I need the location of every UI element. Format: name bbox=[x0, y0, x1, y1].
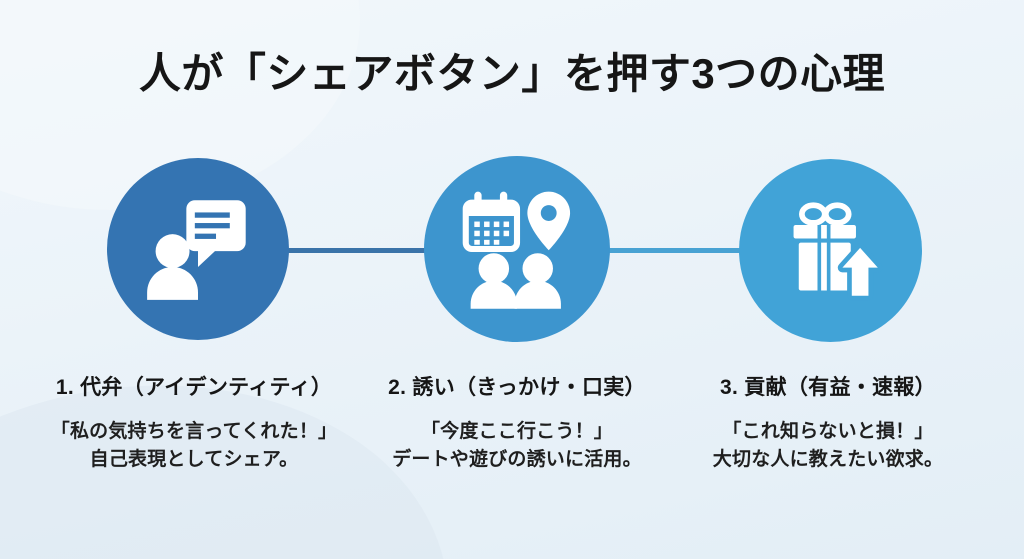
calendar-icon bbox=[462, 191, 521, 253]
connector-line-2 bbox=[605, 248, 745, 253]
gift-icon bbox=[793, 201, 856, 291]
upload-arrow-icon bbox=[837, 242, 882, 300]
step1-heading: 1. 代弁（アイデンティティ） bbox=[55, 376, 333, 399]
step3-text-block: 3. 貢献（有益・速報） 「これ知らないと損！」 大切な人に教えたい欲求。 bbox=[658, 374, 998, 473]
calendar-pin-people-icon bbox=[462, 191, 571, 309]
step2-quote: 「今度ここ行こう！」 bbox=[420, 421, 613, 442]
gift-upload-icon bbox=[793, 201, 882, 300]
speech-bubble-icon bbox=[186, 200, 246, 268]
step3-description: 大切な人に教えたい欲求。 bbox=[712, 448, 944, 470]
step3-circle bbox=[739, 159, 922, 342]
location-pin-icon bbox=[527, 191, 571, 251]
step2-heading: 2. 誘い（きっかけ・口実） bbox=[388, 376, 646, 399]
person-icon bbox=[147, 234, 198, 300]
step1-circle bbox=[107, 158, 289, 340]
step2-description: デートや遊びの誘いに活用。 bbox=[392, 448, 642, 470]
page-title: 人が「シェアボタン」を押す3つの心理 bbox=[138, 50, 886, 97]
step1-quote: 「私の気持ちを言ってくれた！」 bbox=[50, 421, 338, 442]
step2-text-block: 2. 誘い（きっかけ・口実） 「今度ここ行こう！」 デートや遊びの誘いに活用。 bbox=[347, 374, 687, 473]
step1-description: 自己表現としてシェア。 bbox=[89, 448, 299, 470]
connector-line-1 bbox=[284, 248, 429, 253]
step3-quote: 「これ知らないと損！」 bbox=[722, 421, 934, 442]
two-people-icon bbox=[470, 253, 561, 309]
person-speech-bubble-icon bbox=[147, 200, 246, 300]
step2-circle bbox=[424, 156, 610, 342]
step1-text-block: 1. 代弁（アイデンティティ） 「私の気持ちを言ってくれた！」 自己表現としてシ… bbox=[24, 374, 364, 473]
step3-heading: 3. 貢献（有益・速報） bbox=[720, 376, 936, 399]
